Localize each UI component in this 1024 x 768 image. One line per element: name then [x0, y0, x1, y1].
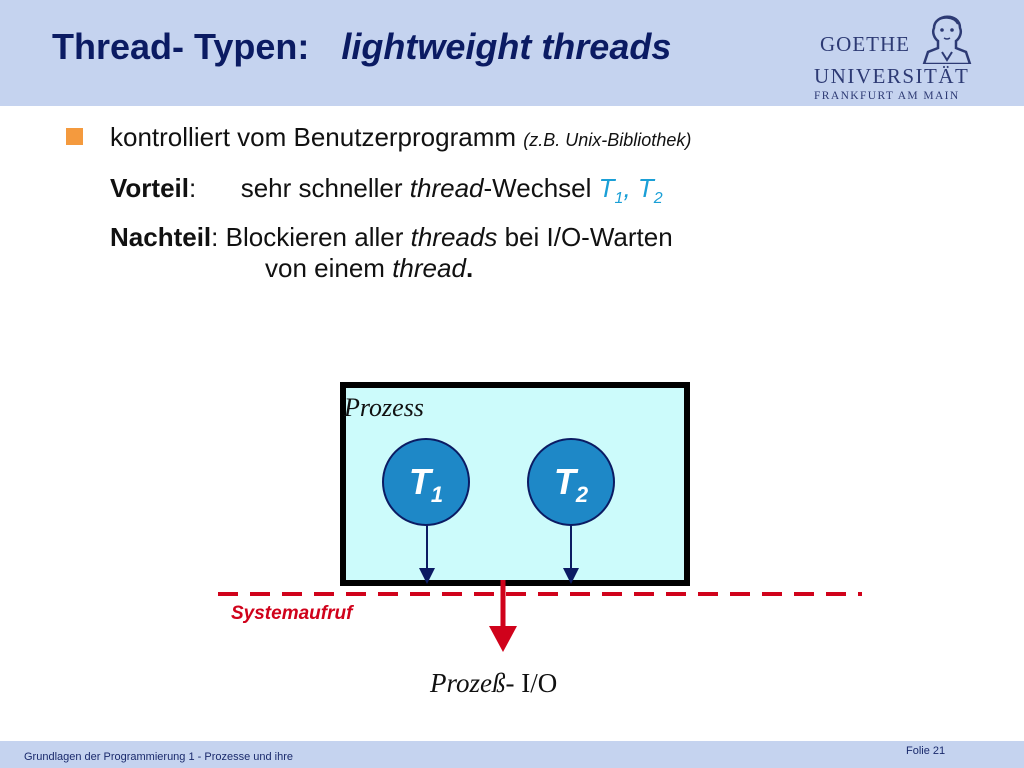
advantage-line: Vorteil: sehr schneller thread-Wechsel T…	[110, 173, 663, 208]
advantage-colon: :	[188, 173, 197, 203]
advantage-text-2: -Wechsel	[483, 173, 592, 203]
advantage-text-1: sehr schneller	[240, 173, 403, 203]
syscall-label: Systemaufruf	[231, 603, 353, 624]
process-io-rest: - I/O	[505, 668, 558, 698]
title-part-1: Thread- Typen:	[52, 26, 310, 67]
bullet-example: (z.B. Unix-Bibliothek)	[523, 130, 692, 150]
slide-number: Folie 21	[906, 745, 946, 757]
slide-title: Thread- Typen: lightweight threads	[52, 26, 671, 68]
goethe-portrait-icon	[922, 15, 972, 64]
disadvantage-label: Nachteil	[110, 222, 212, 252]
disadvantage-cont-end: .	[465, 253, 474, 283]
disadvantage-cont-1: von einem	[265, 253, 385, 283]
logo-line-goethe: GOETHE	[820, 32, 910, 56]
disadvantage-text-2: bei I/O-Warten	[504, 222, 673, 252]
process-io-label: Prozeß- I/O	[430, 668, 557, 699]
footer-text: Grundlagen der Programmierung 1 - Prozes…	[24, 751, 294, 763]
disadvantage-line: Nachteil: Blockieren aller threads bei I…	[110, 222, 673, 253]
advantage-t2: T2	[637, 173, 663, 207]
disadvantage-text-1: Blockieren aller	[225, 222, 404, 252]
thread-2-label: T2	[553, 461, 589, 507]
footer-band	[0, 741, 1024, 768]
title-part-2: lightweight threads	[341, 26, 672, 67]
disadvantage-colon: :	[211, 222, 219, 252]
bullet-text: kontrolliert vom Benutzerprogramm	[110, 122, 517, 152]
advantage-comma: ,	[623, 173, 631, 203]
logo-line-universitaet: UNIVERSITÄT	[814, 64, 970, 88]
bullet-marker	[66, 128, 83, 145]
advantage-text-italic: thread	[409, 173, 484, 203]
disadvantage-cont-italic: thread	[392, 253, 466, 283]
thread-1-label: T1	[408, 461, 444, 507]
advantage-label: Vorteil	[110, 173, 189, 203]
process-io-italic: Prozeß	[430, 668, 506, 698]
university-logo: GOETHE UNIVERSITÄT FRANKFURT AM MAIN	[808, 8, 988, 104]
advantage-t1: T1	[598, 173, 624, 207]
header-band	[0, 0, 1024, 106]
syscall-arrow-head	[489, 626, 517, 652]
disadvantage-continuation: von einem thread.	[265, 253, 473, 284]
logo-line-city: FRANKFURT AM MAIN	[814, 90, 960, 102]
disadvantage-text-italic: threads	[410, 222, 498, 252]
bullet-line: kontrolliert vom Benutzerprogramm (z.B. …	[110, 122, 691, 153]
process-label: Prozess	[344, 393, 424, 422]
